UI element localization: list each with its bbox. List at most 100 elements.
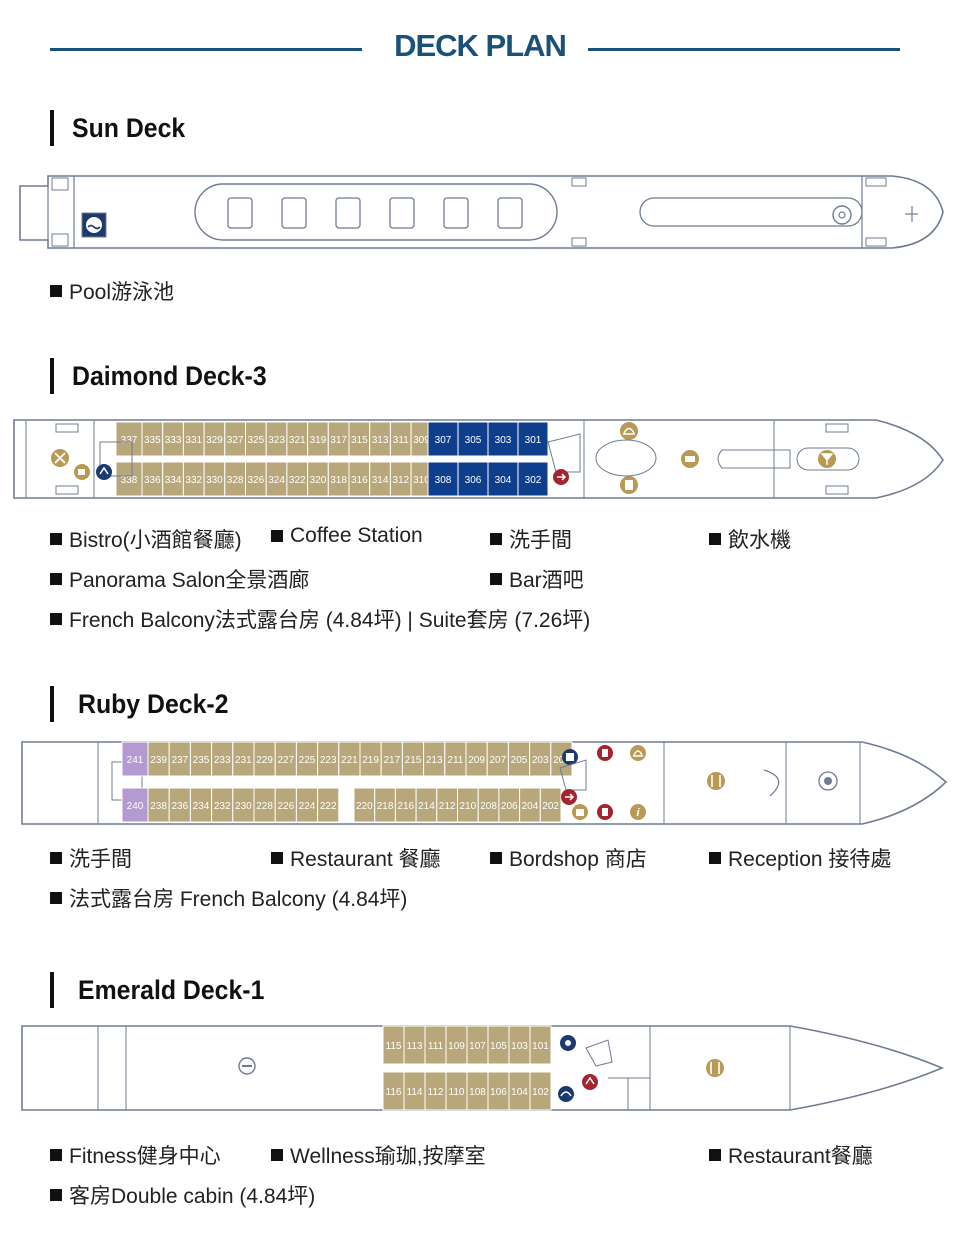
cabin-number-109: 109 (448, 1041, 465, 1052)
legend-bullet (709, 533, 721, 545)
cabin-number-114: 114 (407, 1087, 423, 1098)
heading-bar (50, 110, 54, 146)
page-title: DECK PLAN (394, 28, 567, 63)
cabin-number-240: 240 (127, 801, 144, 812)
cabin-302 (517, 461, 549, 497)
cabin-number-230: 230 (235, 801, 252, 812)
legend-bullet (50, 533, 62, 545)
cabin-101 (529, 1025, 552, 1065)
cabin-306 (457, 461, 489, 497)
legend-shop-label: Bordshop 商店 (509, 848, 647, 871)
ruby-legend-reception: Reception 接待處 (709, 843, 891, 873)
cabin-102 (529, 1071, 552, 1111)
ruby-legend-toilet: 洗手間 (50, 843, 132, 873)
cabin-number-318: 318 (330, 475, 347, 486)
pool-icon (81, 212, 107, 238)
cabin-number-108: 108 (469, 1087, 486, 1098)
cabin-number-111: 111 (428, 1041, 444, 1052)
legend-coffee-label: Coffee Station (290, 524, 423, 547)
spiral-stairs (763, 769, 780, 797)
cabin-number-211: 211 (447, 755, 463, 766)
wellness-icon (560, 1035, 576, 1051)
cabin-number-312: 312 (392, 475, 409, 486)
cabin-number-216: 216 (397, 801, 414, 812)
cabin-number-220: 220 (356, 801, 373, 812)
cabin-number-323: 323 (268, 435, 285, 446)
legend-restaurant-label: Restaurant餐廳 (728, 1145, 873, 1168)
cabin-number-307: 307 (435, 435, 452, 446)
cabin-number-228: 228 (256, 801, 273, 812)
cabin-number-112: 112 (428, 1087, 444, 1098)
heading-bar (50, 972, 54, 1008)
cabin-number-313: 313 (372, 435, 389, 446)
walking-track (639, 197, 863, 227)
cabin-number-241: 241 (127, 755, 144, 766)
cabin-number-234: 234 (193, 801, 210, 812)
cabin-number-302: 302 (525, 475, 542, 486)
cabin-number-310: 310 (413, 475, 430, 486)
spa-icon (558, 1086, 574, 1102)
cabin-number-326: 326 (248, 475, 265, 486)
legend-fitness-label: Fitness健身中心 (69, 1145, 221, 1168)
legend-pool-label: Pool游泳池 (69, 281, 175, 304)
cabin-number-333: 333 (165, 435, 182, 446)
legend-cabins-label: 客房Double cabin (4.84坪) (69, 1185, 316, 1208)
cabin-number-321: 321 (289, 435, 306, 446)
cabin-number-116: 116 (386, 1087, 402, 1098)
panorama-salon-outline (595, 439, 657, 477)
cabin-301 (517, 421, 549, 457)
svg-text:i: i (636, 807, 640, 819)
cabin-number-102: 102 (532, 1087, 549, 1098)
legend-bullet (50, 852, 62, 864)
legend-bullet (709, 1149, 721, 1161)
cabin-number-229: 229 (256, 755, 273, 766)
cabin-number-204: 204 (522, 801, 539, 812)
legend-bistro-label: Bistro(小酒館餐廳) (69, 529, 242, 552)
cabin-307 (427, 421, 459, 457)
legend-bullet (50, 892, 62, 904)
cabin-202 (539, 787, 562, 823)
title-rule-left (50, 48, 362, 51)
stairs (585, 1039, 613, 1067)
deck-plan-header: DECK PLAN (0, 28, 960, 68)
cabin-number-336: 336 (144, 475, 161, 486)
legend-toilet-label: 洗手間 (509, 529, 572, 552)
legend-bullet (271, 1149, 283, 1161)
cabin-number-309: 309 (413, 435, 430, 446)
cabin-number-236: 236 (171, 801, 188, 812)
exit-icon (597, 745, 613, 761)
cabin-number-106: 106 (490, 1087, 507, 1098)
cabin-number-315: 315 (351, 435, 368, 446)
chef-icon (818, 771, 838, 791)
cabin-number-221: 221 (341, 755, 358, 766)
legend-bullet (709, 852, 721, 864)
legend-bullet (271, 852, 283, 864)
cabin-number-319: 319 (310, 435, 327, 446)
cabin-number-101: 101 (532, 1041, 549, 1052)
cabin-number-218: 218 (377, 801, 394, 812)
legend-toilet: 洗手間 (490, 524, 572, 554)
cabin-number-305: 305 (465, 435, 482, 446)
cabin-number-328: 328 (227, 475, 244, 486)
hull-outline (21, 1025, 945, 1111)
cabin-number-239: 239 (150, 755, 167, 766)
helm-icon (832, 205, 852, 225)
cabin-number-223: 223 (320, 755, 337, 766)
exit-icon (597, 804, 613, 820)
info-icon: i (630, 804, 646, 820)
cabin-number-103: 103 (511, 1041, 528, 1052)
bar-counter (796, 447, 860, 471)
legend-cabins-label: 法式露台房 French Balcony (4.84坪) (69, 888, 408, 911)
cabin-number-320: 320 (310, 475, 327, 486)
reception-icon (620, 422, 638, 440)
stairs (559, 759, 587, 791)
cabin-number-332: 332 (185, 475, 202, 486)
cabin-number-219: 219 (362, 755, 379, 766)
cabin-number-232: 232 (214, 801, 231, 812)
